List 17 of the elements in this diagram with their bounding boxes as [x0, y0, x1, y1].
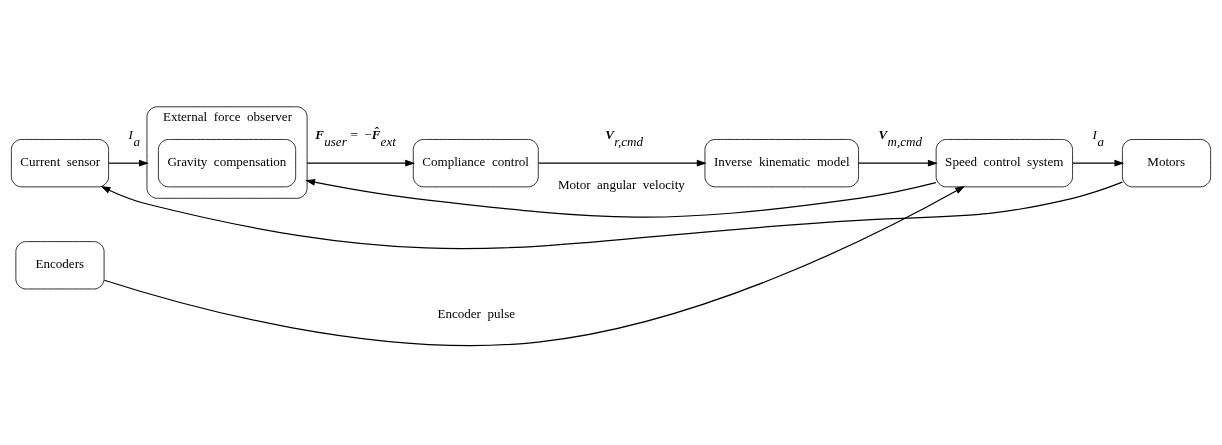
edge-label: Encoder pulse [437, 305, 516, 321]
edge-label: Motor angular velocity [557, 176, 685, 192]
node-box: Motors [1122, 138, 1212, 187]
node-box: Encoders [15, 240, 105, 289]
node-box: Current sensor [10, 138, 109, 187]
arrow [858, 159, 938, 167]
arrow [537, 159, 707, 167]
node-box: Gravity compensation [158, 138, 297, 187]
node-box: Compliance control [412, 138, 539, 187]
arrow [306, 159, 416, 167]
node-box: Speed control system [935, 138, 1073, 187]
arrow [305, 178, 937, 218]
arrow [108, 159, 149, 167]
arrow [100, 181, 1123, 249]
arrow [1072, 159, 1125, 167]
node-box: Inverse kinematic model [704, 138, 859, 187]
arrow [103, 185, 965, 346]
